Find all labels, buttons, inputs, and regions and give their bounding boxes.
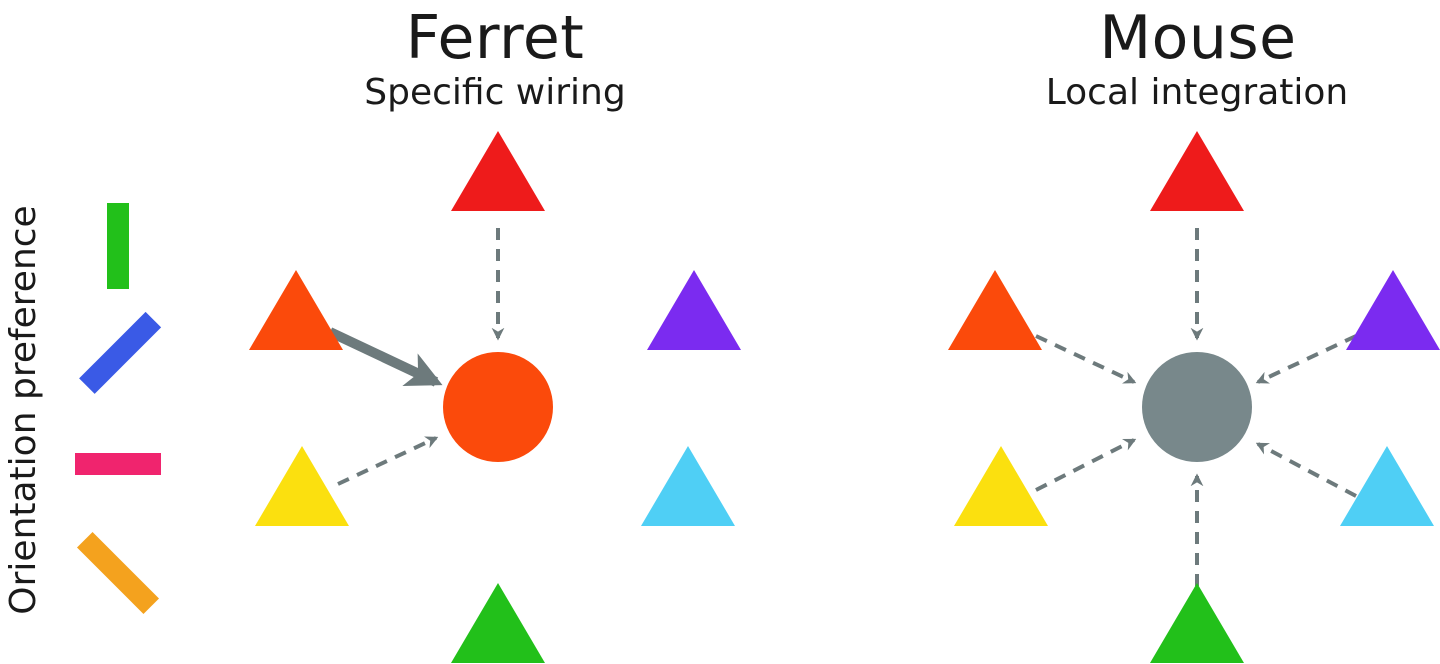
ferret-panel	[249, 131, 741, 663]
diagonal-down-orientation-bar	[76, 531, 160, 615]
ferret-cyan-neuron	[641, 446, 735, 526]
vertical-orientation-bar	[107, 203, 129, 289]
ferret-arrow-yellow	[337, 436, 439, 486]
ferret-purple-neuron	[647, 270, 741, 350]
ferret-red-neuron	[451, 131, 545, 211]
mouse-subtitle: Local integration	[1045, 72, 1349, 113]
mouse-arrow-orange	[1035, 334, 1137, 384]
orientation-legend	[75, 203, 162, 615]
ferret-yellow-neuron	[255, 446, 349, 526]
diagonal-up-orientation-bar	[79, 311, 162, 394]
mouse-green-neuron	[1150, 583, 1244, 663]
mouse-purple-neuron	[1346, 270, 1440, 350]
mouse-arrow-purple	[1255, 334, 1357, 384]
mouse-cyan-neuron	[1340, 446, 1434, 526]
mouse-panel	[948, 131, 1440, 663]
ferret-green-neuron	[451, 583, 545, 663]
ferret-arrow-orange-strong	[327, 327, 443, 387]
mouse-title: Mouse	[1099, 3, 1297, 73]
mouse-target-cell	[1142, 352, 1252, 462]
ferret-title: Ferret	[405, 3, 585, 73]
horizontal-orientation-bar	[75, 453, 161, 475]
mouse-orange-neuron	[948, 270, 1042, 350]
ferret-target-cell	[443, 352, 553, 462]
mouse-arrow-yellow	[1035, 438, 1137, 492]
mouse-arrow-cyan	[1255, 442, 1357, 498]
ferret-subtitle: Specific wiring	[364, 72, 626, 113]
ferret-orange-neuron	[249, 270, 343, 350]
mouse-red-neuron	[1150, 131, 1244, 211]
mouse-yellow-neuron	[954, 446, 1048, 526]
